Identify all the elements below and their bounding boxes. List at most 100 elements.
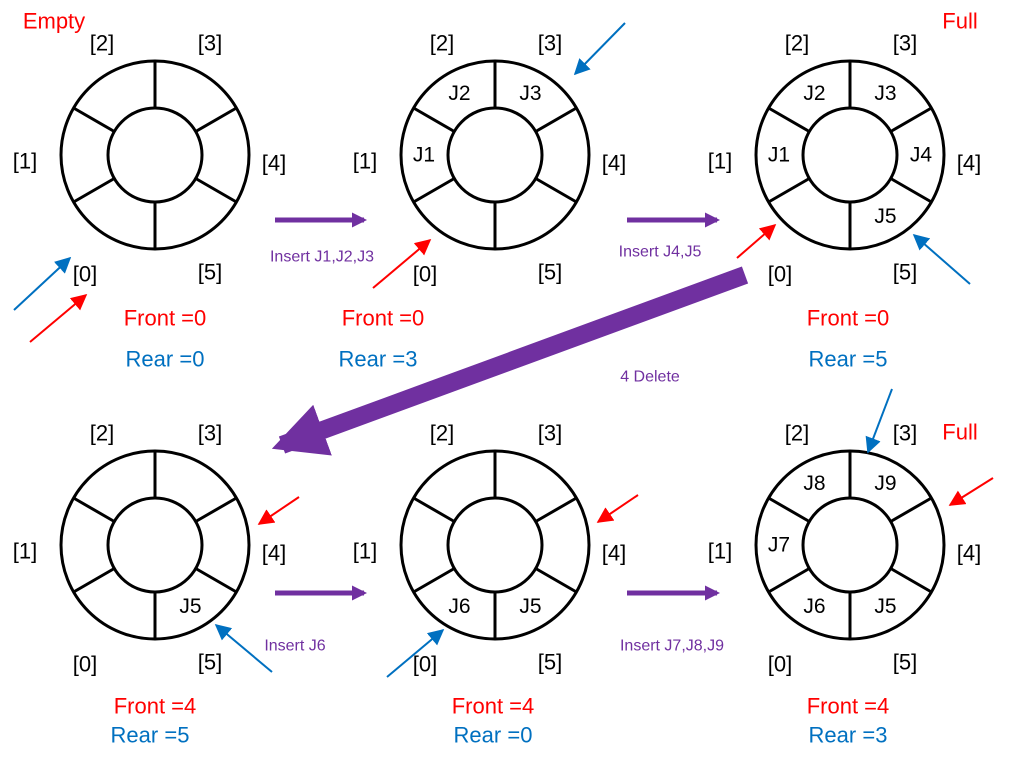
job-label: J5 <box>874 205 896 228</box>
slot-index-label: [0] <box>768 652 792 677</box>
front-value: Front =0 <box>807 306 890 331</box>
job-label: J1 <box>413 144 435 167</box>
slot-index-label: [3] <box>893 421 917 446</box>
slot-divider <box>72 106 116 133</box>
slot-index-label: [0] <box>768 262 792 287</box>
slot-divider <box>889 496 933 523</box>
slot-index-label: [5] <box>538 260 562 285</box>
rear-value: Rear =3 <box>339 347 418 372</box>
queue-status-title: Empty <box>23 9 85 34</box>
slot-divider <box>534 496 578 523</box>
operation-label: Insert J7,J8,J9 <box>620 638 724 655</box>
slot-index-label: [4] <box>602 151 626 176</box>
slot-divider <box>534 567 578 594</box>
inner-ring <box>106 106 204 204</box>
slot-index-label: [3] <box>198 31 222 56</box>
job-label: J7 <box>768 534 790 557</box>
job-label: J9 <box>874 472 896 495</box>
inner-ring <box>446 496 544 594</box>
slot-divider <box>889 177 933 204</box>
job-label: J2 <box>803 82 825 105</box>
slot-index-label: [5] <box>538 650 562 675</box>
slot-index-label: [3] <box>538 421 562 446</box>
slot-divider <box>767 567 811 594</box>
slot-divider <box>412 496 456 523</box>
slot-index-label: [0] <box>73 652 97 677</box>
slot-divider <box>72 496 116 523</box>
front-value: Front =0 <box>124 306 207 331</box>
slot-index-label: [1] <box>13 149 37 174</box>
front-pointer-arrow <box>29 293 88 343</box>
slot-index-label: [2] <box>785 31 809 56</box>
slot-divider <box>412 567 456 594</box>
slot-index-label: [4] <box>957 151 981 176</box>
job-label: J2 <box>448 82 470 105</box>
slot-index-label: [1] <box>353 149 377 174</box>
job-label: J6 <box>448 595 470 618</box>
slot-index-label: [5] <box>893 650 917 675</box>
job-label: J5 <box>874 595 896 618</box>
delete-transition-arrow <box>271 266 749 456</box>
inner-ring <box>446 106 544 204</box>
job-label: J4 <box>910 144 933 167</box>
rear-value: Rear =0 <box>126 347 205 372</box>
operation-label: 4 Delete <box>620 369 680 386</box>
front-pointer-arrow <box>596 494 639 523</box>
slot-index-label: [1] <box>708 149 732 174</box>
slot-index-label: [1] <box>353 539 377 564</box>
slot-index-label: [3] <box>538 31 562 56</box>
slot-index-label: [3] <box>198 421 222 446</box>
slot-divider <box>194 177 238 204</box>
slot-index-label: [5] <box>198 650 222 675</box>
job-label: J5 <box>179 595 201 618</box>
inner-ring <box>801 496 899 594</box>
rear-value: Rear =5 <box>111 723 190 748</box>
slot-index-label: [1] <box>13 539 37 564</box>
front-value: Front =4 <box>807 694 890 719</box>
slot-index-label: [2] <box>90 421 114 446</box>
slot-divider <box>767 496 811 523</box>
job-label: J5 <box>519 595 541 618</box>
slot-divider <box>889 567 933 594</box>
job-label: J8 <box>803 472 825 495</box>
slot-index-label: [2] <box>785 421 809 446</box>
rear-pointer-arrow <box>386 628 445 678</box>
rear-value: Rear =0 <box>454 723 533 748</box>
operation-label: Insert J4,J5 <box>619 244 702 261</box>
rear-pointer-arrow <box>912 233 971 285</box>
slot-divider <box>194 106 238 133</box>
job-label: J1 <box>768 144 790 167</box>
slot-index-label: [2] <box>430 31 454 56</box>
rear-pointer-arrow <box>13 256 72 311</box>
slot-divider <box>767 106 811 133</box>
slot-index-label: [4] <box>262 541 286 566</box>
queue-status-title: Full <box>942 420 977 445</box>
slot-index-label: [3] <box>893 31 917 56</box>
job-label: J3 <box>874 82 896 105</box>
front-pointer-arrow <box>736 223 777 259</box>
slot-divider <box>72 177 116 204</box>
queue-status-title: Full <box>942 9 977 34</box>
rear-pointer-arrow <box>214 623 273 673</box>
slot-index-label: [0] <box>73 262 97 287</box>
operation-label: Insert J1,J2,J3 <box>270 249 374 266</box>
slot-divider <box>194 567 238 594</box>
rear-pointer-arrow <box>573 22 626 76</box>
front-pointer-arrow <box>372 238 432 289</box>
slot-divider <box>194 496 238 523</box>
rear-value: Rear =5 <box>809 347 888 372</box>
front-pointer-arrow <box>948 477 994 506</box>
slot-divider <box>412 177 456 204</box>
slot-index-label: [5] <box>198 260 222 285</box>
job-label: J6 <box>803 595 825 618</box>
slot-index-label: [1] <box>708 539 732 564</box>
slot-index-label: [4] <box>602 541 626 566</box>
front-value: Front =0 <box>342 306 425 331</box>
